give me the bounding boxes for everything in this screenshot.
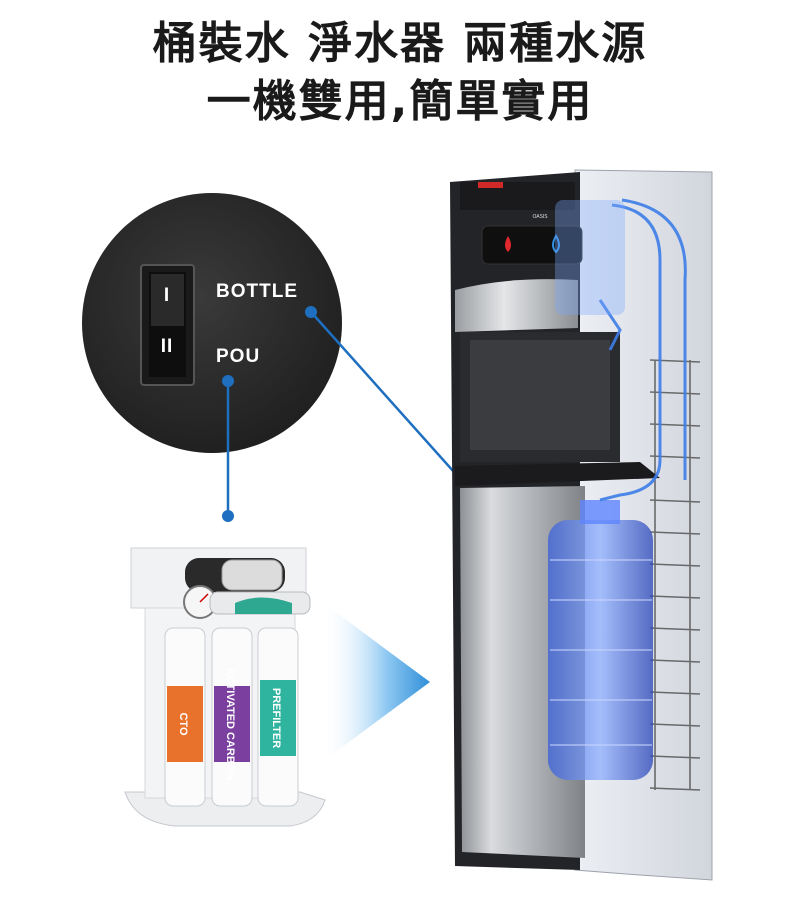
pou-callout-dot bbox=[222, 375, 234, 387]
headline-line-2: 一機雙用,簡單實用 bbox=[206, 76, 594, 127]
brand-mark: OASIS bbox=[532, 214, 547, 220]
filter-label-carbon: ACTIVATED CARBON bbox=[224, 668, 236, 781]
pou-label: POU bbox=[216, 346, 260, 367]
filter-activated-carbon: ACTIVATED CARBON bbox=[211, 627, 253, 807]
flow-arrow bbox=[322, 602, 430, 762]
filter-cto: CTO bbox=[164, 627, 206, 807]
switch-closeup: I II BOTTLE POU bbox=[82, 193, 342, 453]
rocker-bottom-mark: II bbox=[161, 336, 174, 357]
water-dispenser: OASIS bbox=[450, 169, 713, 881]
ro-filter-system: CTO ACTIVATED CARBON PREFILTER bbox=[124, 547, 326, 827]
filter-callout-dot bbox=[222, 510, 234, 522]
rocker-top-mark: I bbox=[164, 285, 170, 306]
filter-prefilter: PREFILTER bbox=[257, 627, 299, 807]
headline-line-1: 桶裝水 淨水器 兩種水源 bbox=[152, 18, 648, 69]
cold-indicator-icon bbox=[552, 234, 560, 254]
switch-panel-disc bbox=[82, 193, 342, 453]
filter-label-prefilter: PREFILTER bbox=[270, 688, 282, 748]
hot-indicator-icon bbox=[505, 236, 511, 252]
bottle-label: BOTTLE bbox=[216, 281, 298, 302]
filter-label-cto: CTO bbox=[177, 712, 189, 735]
bottle-callout-dot bbox=[305, 306, 317, 318]
rocker-switch: I II bbox=[140, 264, 195, 386]
